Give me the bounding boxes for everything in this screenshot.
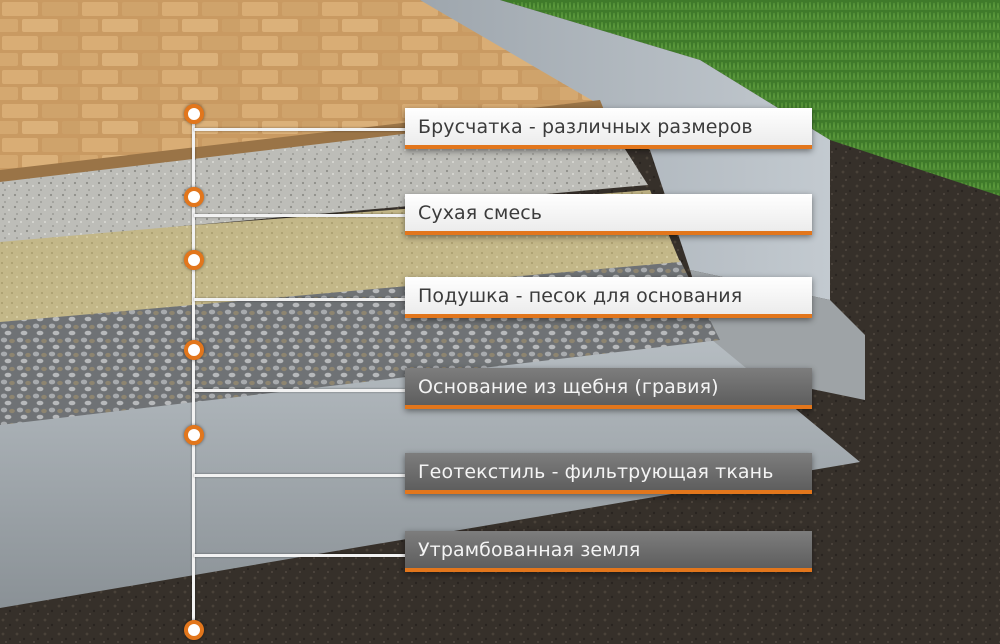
pointer-line-horizontal — [194, 298, 405, 301]
layer-label-pavers: Брусчатка - различных размеров — [405, 108, 812, 149]
layer-label-dry-mix: Сухая смесь — [405, 194, 812, 235]
pointer-line-horizontal — [194, 389, 405, 392]
layer-pointer-dot-icon — [184, 250, 204, 270]
layer-pointer-dot-icon — [184, 620, 204, 640]
pointer-line-horizontal — [194, 554, 405, 557]
layer-pointer-dot-icon — [184, 340, 204, 360]
pointer-line-horizontal — [194, 214, 405, 217]
layer-label-geotextile: Геотекстиль - фильтрующая ткань — [405, 453, 812, 494]
layer-label-gravel-base: Основание из щебня (гравия) — [405, 368, 812, 409]
layer-pointer-dot-icon — [184, 104, 204, 124]
pointer-line-vertical — [192, 112, 195, 632]
layer-pointer-dot-icon — [184, 187, 204, 207]
pointer-line-horizontal — [194, 474, 405, 477]
layer-label-sand-cushion: Подушка - песок для основания — [405, 277, 812, 318]
layer-pointer-dot-icon — [184, 425, 204, 445]
pointer-line-horizontal — [194, 128, 405, 131]
layer-label-compacted-earth: Утрамбованная земля — [405, 531, 812, 572]
